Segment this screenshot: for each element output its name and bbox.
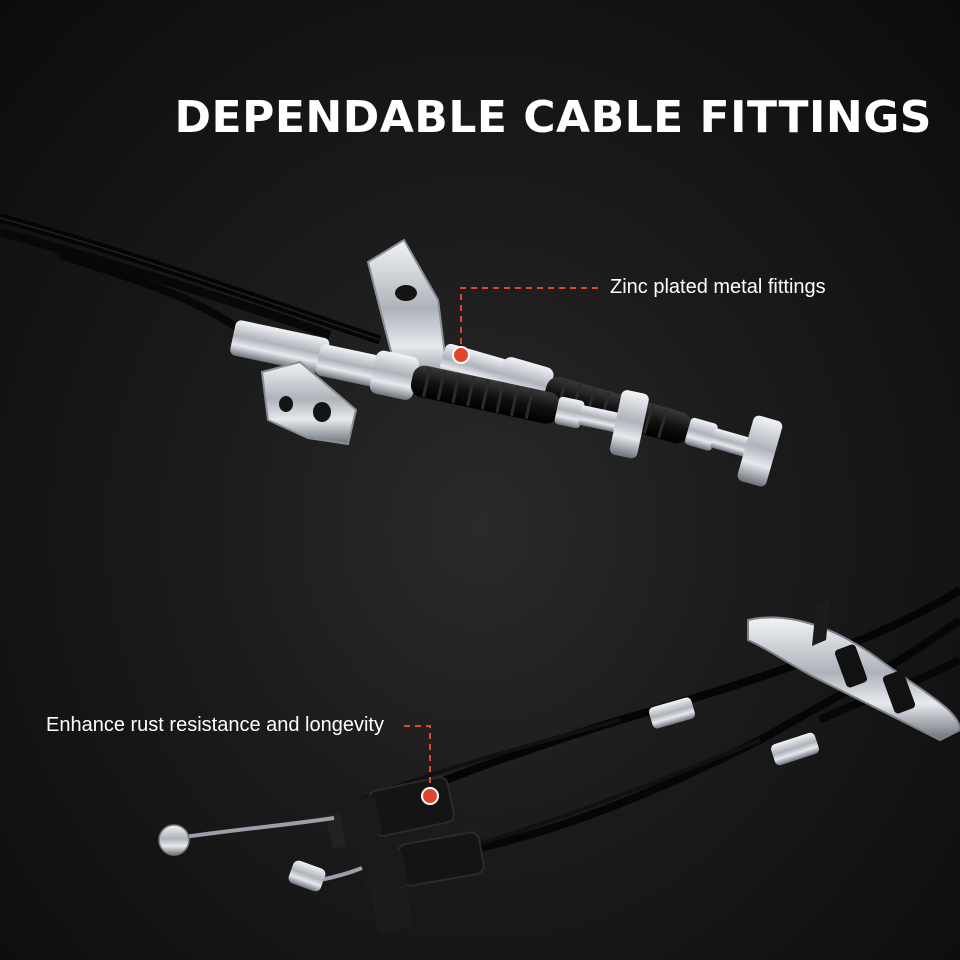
lower-bracket — [260, 360, 358, 446]
equalizer-bracket — [747, 600, 960, 742]
upper-cables — [0, 213, 382, 345]
callout-label-top: Zinc plated metal fittings — [610, 276, 826, 298]
callout-line-bottom — [404, 725, 439, 805]
callout-label-bottom: Enhance rust resistance and longevity — [46, 714, 384, 736]
upper-fitting-second — [230, 320, 649, 459]
lower-end-fitting-2 — [359, 831, 485, 932]
bare-wire-ends — [158, 816, 363, 892]
callout-line-top — [452, 287, 598, 364]
cable-ferrules — [649, 697, 819, 766]
page-title: DEPENDABLE CABLE FITTINGS — [174, 92, 932, 143]
